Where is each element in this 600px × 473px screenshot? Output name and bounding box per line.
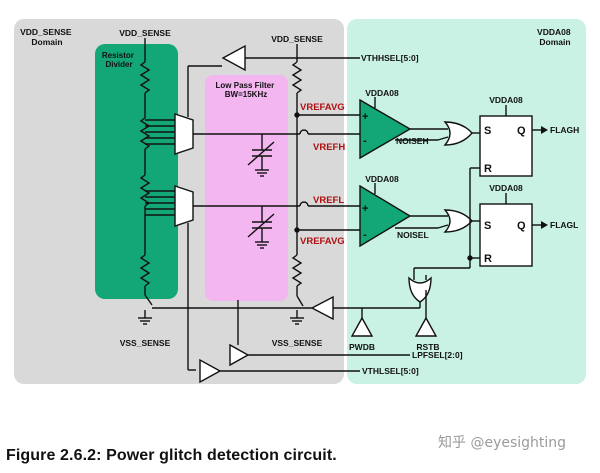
vdd-sense-mid-label: VDD_SENSE bbox=[271, 34, 323, 44]
ff-top-s: S bbox=[484, 125, 491, 137]
vdd-sense-top-label: VDD_SENSE bbox=[119, 28, 171, 38]
noisel-label: NOISEL bbox=[397, 230, 429, 240]
vdda08-ff-top-label: VDDA08 bbox=[489, 95, 523, 105]
rstb-label: RSTB bbox=[416, 342, 439, 352]
ff-top-r: R bbox=[484, 163, 492, 175]
low-pass-filter-block bbox=[205, 75, 288, 301]
vdda08-cmp-bottom-label: VDDA08 bbox=[365, 174, 399, 184]
vdda08-domain-label: VDDA08 Domain bbox=[537, 27, 573, 47]
ff-bottom-q: Q bbox=[517, 220, 526, 232]
vdda08-cmp-top-label: VDDA08 bbox=[365, 88, 399, 98]
cmp-bottom-minus: - bbox=[363, 229, 367, 241]
resistor-divider-block bbox=[95, 44, 178, 299]
noiseh-label: NOISEH bbox=[396, 136, 429, 146]
lpfsel-label: LPFSEL[2:0] bbox=[412, 350, 463, 360]
watermark: 知乎 @eyesighting bbox=[438, 435, 567, 451]
ff-bottom-r: R bbox=[484, 253, 492, 265]
ff-top-q: Q bbox=[517, 125, 526, 137]
cmp-bottom-plus: + bbox=[362, 203, 368, 215]
vrefh-label: VREFH bbox=[313, 142, 345, 153]
vrefl-label: VREFL bbox=[313, 195, 344, 206]
flagh-label: FLAGH bbox=[550, 125, 579, 135]
ff-bottom-s: S bbox=[484, 220, 491, 232]
flagl-label: FLAGL bbox=[550, 220, 578, 230]
vdda08-ff-bottom-label: VDDA08 bbox=[489, 183, 523, 193]
resistor-divider-label: Resistor Divider bbox=[102, 51, 136, 69]
low-pass-filter-label: Low Pass Filter BW=15KHz bbox=[216, 81, 277, 99]
vss-sense-right-label: VSS_SENSE bbox=[272, 338, 323, 348]
vdd-sense-domain-label: VDD_SENSE Domain bbox=[20, 27, 74, 47]
vthlsel-label: VTHLSEL[5:0] bbox=[362, 366, 419, 376]
figure-caption: Figure 2.6.2: Power glitch detection cir… bbox=[6, 447, 337, 464]
pwdb-label: PWDB bbox=[349, 342, 375, 352]
cmp-top-minus: - bbox=[363, 135, 367, 147]
vrefavg-bottom-label: VREFAVG bbox=[300, 236, 345, 247]
vrefavg-top-label: VREFAVG bbox=[300, 102, 345, 113]
cmp-top-plus: + bbox=[362, 111, 368, 123]
vss-sense-left-label: VSS_SENSE bbox=[120, 338, 171, 348]
vdda08-domain bbox=[347, 19, 586, 384]
vthhsel-label: VTHHSEL[5:0] bbox=[361, 53, 419, 63]
